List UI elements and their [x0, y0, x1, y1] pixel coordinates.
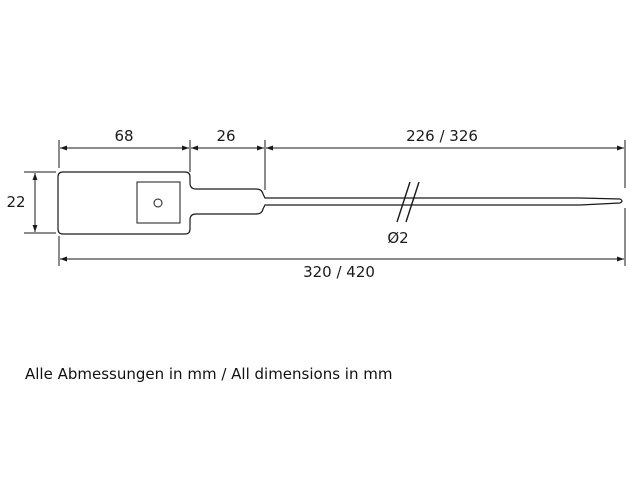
label-diameter: Ø2	[387, 229, 408, 247]
label-overall-length: 320 / 420	[303, 263, 375, 281]
seal-outline	[57, 171, 623, 235]
seal-window	[136, 181, 181, 224]
label-tag-length: 68	[114, 127, 133, 145]
label-tail-length: 226 / 326	[406, 127, 478, 145]
label-neck-length: 26	[216, 127, 235, 145]
units-note: Alle Abmessungen in mm / All dimensions …	[25, 365, 393, 383]
seal-hole	[153, 198, 163, 208]
label-height: 22	[6, 193, 25, 211]
extension-lines	[24, 140, 626, 266]
break-marks	[396, 181, 420, 223]
dimension-lines	[32, 145, 624, 262]
